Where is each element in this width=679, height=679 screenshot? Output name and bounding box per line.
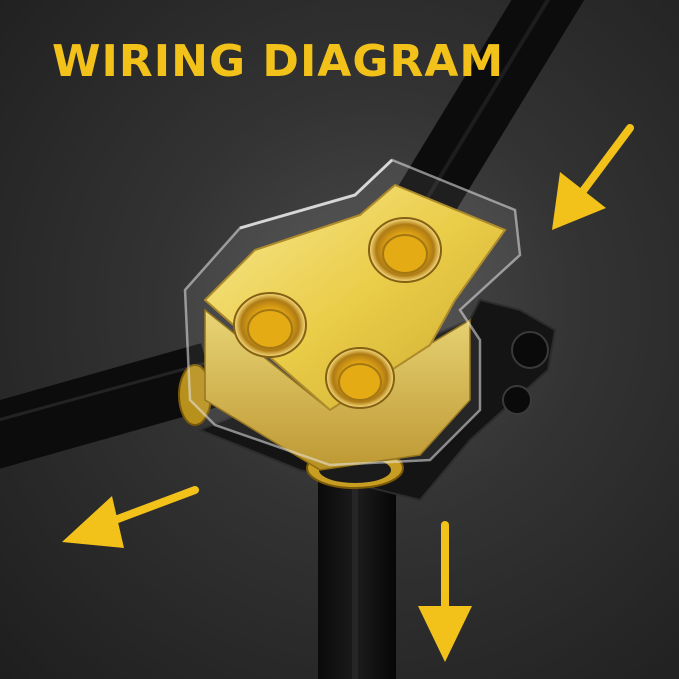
output-arrow-left	[62, 486, 199, 548]
output-arrow-down	[418, 521, 472, 662]
terminal-hole-output-right-icon	[325, 347, 395, 409]
input-arrow	[552, 124, 634, 230]
output-cable-left	[0, 343, 219, 469]
mounting-hole-icon	[511, 331, 549, 369]
terminal-hole-input-icon	[368, 217, 442, 283]
input-cable	[393, 0, 585, 227]
clear-cover	[183, 158, 522, 467]
output-cable-down	[318, 470, 396, 679]
mounting-hole-icon	[502, 385, 532, 415]
terminal-hole-output-left-icon	[233, 292, 307, 358]
page-title: WIRING DIAGRAM	[52, 36, 505, 87]
